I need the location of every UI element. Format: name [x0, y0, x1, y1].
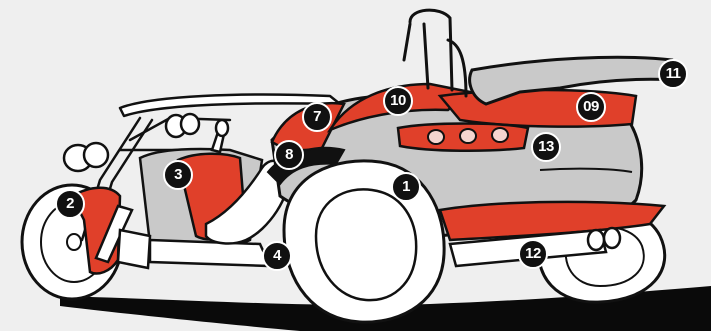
rear-deck [440, 90, 636, 127]
callout-3[interactable]: 3 [163, 160, 193, 190]
callout-09[interactable]: 09 [576, 92, 606, 122]
callout-10[interactable]: 10 [383, 86, 413, 116]
callout-12[interactable]: 12 [518, 239, 548, 269]
callout-1[interactable]: 1 [391, 172, 421, 202]
callout-2[interactable]: 2 [55, 189, 85, 219]
callout-8[interactable]: 8 [274, 140, 304, 170]
callout-11[interactable]: 11 [658, 59, 688, 89]
callout-7[interactable]: 7 [302, 102, 332, 132]
callout-4[interactable]: 4 [262, 241, 292, 271]
callout-13[interactable]: 13 [531, 132, 561, 162]
